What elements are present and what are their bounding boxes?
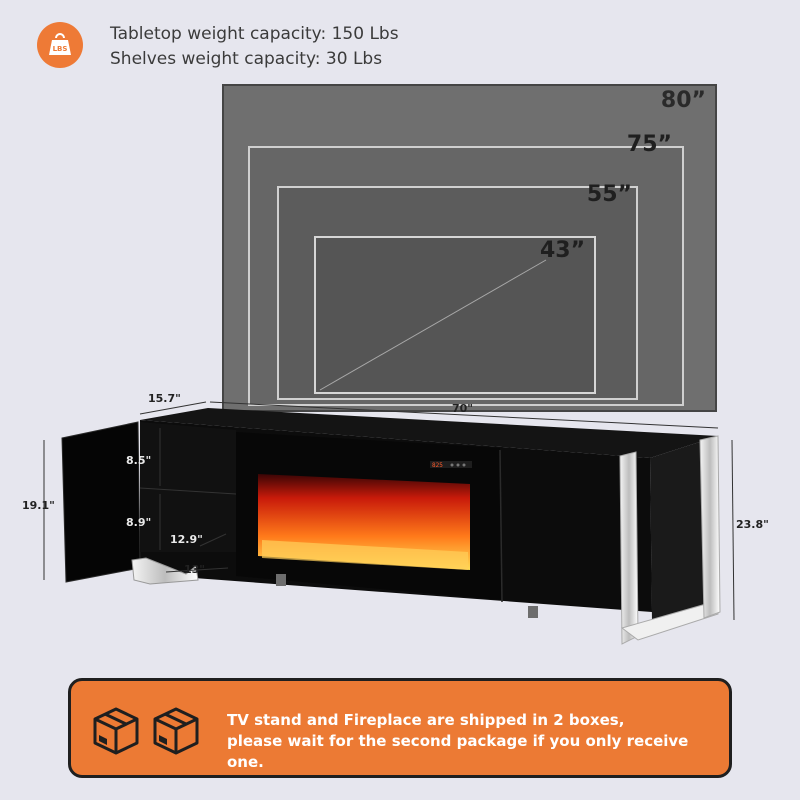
shelves-capacity: Shelves weight capacity: 30 Lbs [110,49,383,69]
tv-size-55-label: 55” [586,182,632,207]
shipping-line-2: please wait for the second package if yo… [227,732,689,771]
weight-lbs-icon: LBS [37,22,83,68]
tabletop-capacity: Tabletop weight capacity: 150 Lbs [110,24,399,44]
lower-shelf-height: 8.9" [126,516,152,529]
left-metal-leg [131,557,199,585]
width-dimension: 70" [452,402,474,415]
tv-size-43-label: 43” [540,238,586,263]
lbs-icon-label: LBS [53,45,68,53]
depth-dimension: 15.7" [148,392,181,405]
side-height-dimension: 19.1" [22,499,55,512]
shipping-box-icon [93,707,139,755]
total-height-dimension: 23.8" [736,518,769,531]
open-door [61,421,141,583]
right-metal-leg [619,451,639,645]
shipping-box-icon [153,707,199,755]
tv-size-75-label: 75” [626,132,672,157]
weight-capacity-info: Tabletop weight capacity: 150 Lbs Shelve… [110,22,399,72]
shipping-line-1: TV stand and Fireplace are shipped in 2 … [227,711,625,729]
center-foot [276,574,286,586]
tv-stand-illustration: 825 [43,401,735,645]
tv-43-outline [314,236,596,394]
shipping-notice-text: TV stand and Fireplace are shipped in 2 … [227,710,729,773]
upper-shelf-height: 8.5" [126,454,152,467]
open-shelf-interior [140,422,236,552]
tabletop-surface [140,408,718,458]
tv-size-80-label: 80” [660,88,706,113]
shelf-width: 13" [184,563,206,576]
shelf-depth: 12.9" [170,533,203,546]
shipping-notice-banner: TV stand and Fireplace are shipped in 2 … [68,678,732,778]
svg-text:825: 825 [432,462,443,469]
